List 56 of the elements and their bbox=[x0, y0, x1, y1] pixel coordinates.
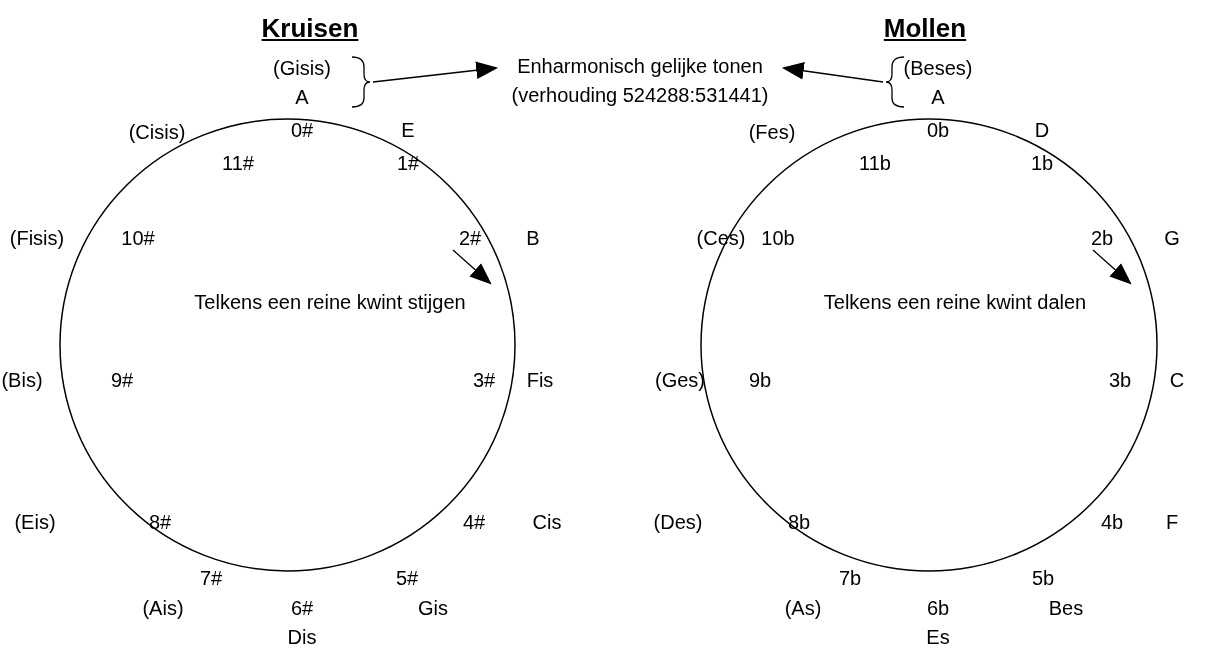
note-label: 10b bbox=[761, 228, 795, 248]
note-label: 6b bbox=[926, 598, 950, 618]
note-label: Dis bbox=[287, 627, 317, 647]
heading: Kruisen bbox=[261, 15, 359, 41]
note-label: 9b bbox=[748, 370, 772, 390]
note-label: E bbox=[401, 120, 415, 140]
note-label: Telkens een reine kwint dalen bbox=[823, 292, 1087, 312]
note-label: 3b bbox=[1108, 370, 1132, 390]
note-label: D bbox=[1034, 120, 1050, 140]
note-label: 4# bbox=[462, 512, 486, 532]
note-label: Fis bbox=[526, 370, 554, 390]
note-label: 2# bbox=[458, 228, 482, 248]
note-label: 8# bbox=[148, 512, 172, 532]
note-label: B bbox=[526, 228, 540, 248]
note-label: 6# bbox=[290, 598, 314, 618]
note-label: 10# bbox=[121, 228, 155, 248]
note-label: Gis bbox=[418, 598, 448, 618]
note-label: 0# bbox=[290, 120, 314, 140]
note-label: 9# bbox=[110, 370, 134, 390]
note-label: A bbox=[931, 87, 945, 107]
note-label: Telkens een reine kwint stijgen bbox=[194, 292, 466, 312]
note-label: 7b bbox=[838, 568, 862, 588]
note-label: Cis bbox=[532, 512, 562, 532]
arrow bbox=[372, 61, 499, 83]
note-label: (Ges) bbox=[655, 370, 705, 390]
note-label: G bbox=[1164, 228, 1180, 248]
curly-brace bbox=[351, 56, 371, 108]
note-label: 4b bbox=[1100, 512, 1124, 532]
note-label: 8b bbox=[787, 512, 811, 532]
note-label: 1# bbox=[396, 153, 420, 173]
note-label: (Beses) bbox=[903, 58, 973, 78]
note-label: Es bbox=[926, 627, 950, 647]
note-label: (Fes) bbox=[748, 122, 796, 142]
note-label: 7# bbox=[199, 568, 223, 588]
note-label: (Fisis) bbox=[9, 228, 65, 248]
note-label: (Cisis) bbox=[128, 122, 186, 142]
note-label: 5# bbox=[395, 568, 419, 588]
note-label: 3# bbox=[472, 370, 496, 390]
heading: Mollen bbox=[883, 15, 967, 41]
note-label: F bbox=[1165, 512, 1179, 532]
note-label: Bes bbox=[1048, 598, 1084, 618]
note-label: 0b bbox=[926, 120, 950, 140]
note-label: (Gisis) bbox=[273, 58, 331, 78]
arrow bbox=[781, 62, 884, 83]
note-label: A bbox=[295, 87, 309, 107]
node-text: (verhouding 524288:531441) bbox=[511, 83, 769, 108]
note-label: (Des) bbox=[653, 512, 703, 532]
note-label: C bbox=[1169, 370, 1185, 390]
note-label: 11b bbox=[859, 153, 891, 173]
note-label: 5b bbox=[1031, 568, 1055, 588]
note-label: (Ais) bbox=[142, 598, 184, 618]
node-text: Enharmonisch gelijke tonen bbox=[517, 54, 763, 79]
note-label: 1b bbox=[1030, 153, 1054, 173]
note-label: 2b bbox=[1090, 228, 1114, 248]
note-label: 11# bbox=[222, 153, 254, 173]
curly-brace bbox=[885, 56, 905, 108]
